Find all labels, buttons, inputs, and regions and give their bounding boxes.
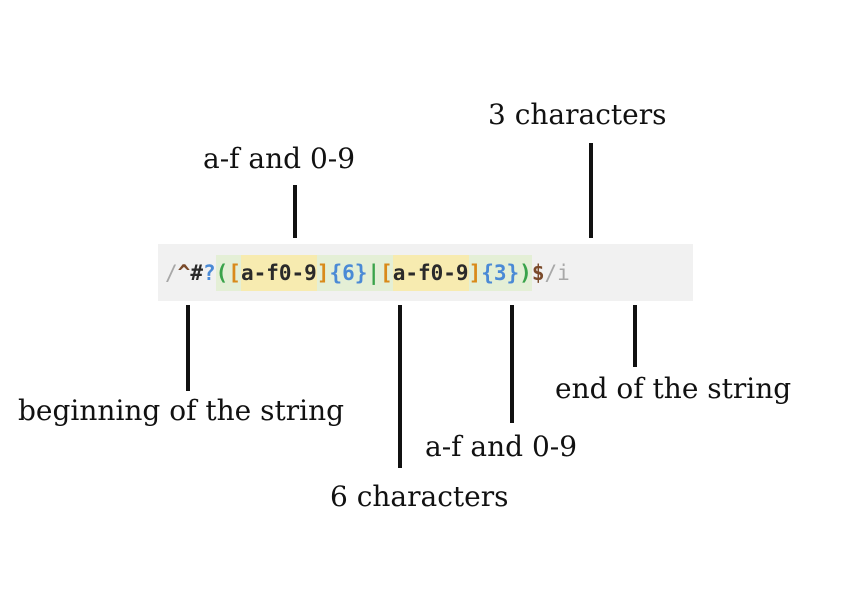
regex-class1-body: a-f0-9 — [240, 255, 317, 291]
regex-class2-close: ] — [468, 261, 482, 285]
regex-expression: / ^ # ? ( [ a-f0-9 ] {6} | [ a-f0-9 ] {3… — [165, 255, 570, 291]
connector-af09-bottom — [510, 305, 514, 423]
regex-quant-three: {3} — [481, 261, 520, 285]
connector-end — [633, 305, 637, 367]
regex-class2-body: a-f0-9 — [392, 255, 469, 291]
label-six-characters: 6 characters — [330, 480, 509, 513]
regex-hash: # — [190, 261, 203, 285]
regex-class1-open: [ — [228, 261, 241, 285]
regex-group: ( [ a-f0-9 ] {6} | [ a-f0-9 ] {3} ) — [215, 255, 532, 291]
connector-af09-top — [293, 185, 297, 238]
regex-paren-close: ) — [519, 261, 532, 285]
label-af09-bottom: a-f and 0-9 — [425, 430, 578, 463]
regex-optional: ? — [202, 261, 216, 285]
regex-open-delimiter: / — [165, 261, 178, 285]
regex-class2-open: [ — [380, 261, 393, 285]
connector-beginning — [186, 305, 190, 391]
regex-pipe: | — [367, 261, 381, 285]
label-beginning-of-string: beginning of the string — [18, 394, 345, 427]
regex-flag: i — [557, 261, 570, 285]
label-three-characters: 3 characters — [488, 98, 667, 131]
regex-dollar: $ — [531, 261, 545, 285]
regex-paren-open: ( — [215, 261, 229, 285]
regex-caret: ^ — [177, 261, 191, 285]
connector-three-chars — [589, 143, 593, 238]
regex-class1-close: ] — [316, 261, 330, 285]
connector-six-chars — [398, 305, 402, 468]
label-af09-top: a-f and 0-9 — [203, 142, 356, 175]
regex-quant-six: {6} — [329, 261, 368, 285]
label-end-of-string: end of the string — [555, 372, 792, 405]
regex-close-delimiter: / — [544, 261, 558, 285]
